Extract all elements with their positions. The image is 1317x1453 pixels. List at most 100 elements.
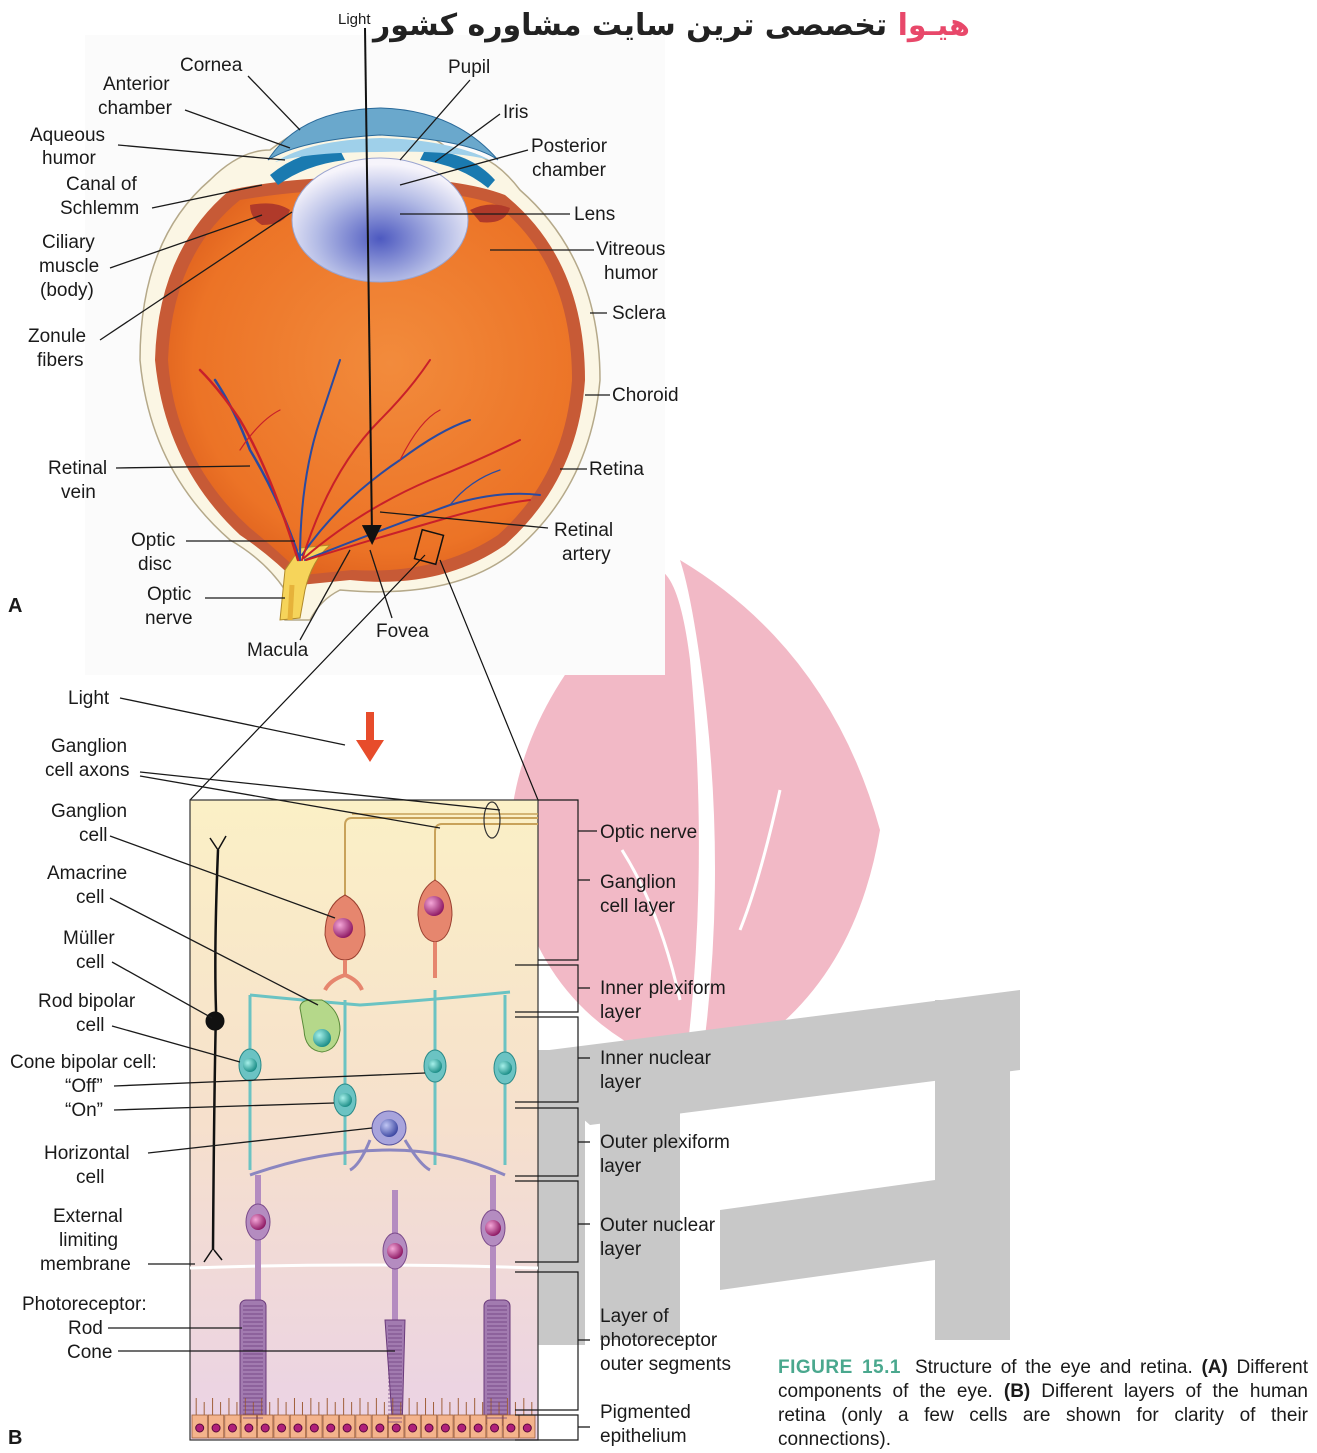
banner-brand: هیـوا [898, 8, 970, 43]
pigment-cell-nucleus [491, 1424, 499, 1432]
layer-outer-nuclear-1: Outer nuclear [600, 1215, 716, 1236]
label-ganglion-axons-1: Ganglion [51, 736, 127, 757]
label-retinal-artery-2: artery [562, 544, 611, 565]
label-rod-bipolar-1: Rod bipolar [38, 991, 136, 1012]
label-horizontal-1: Horizontal [44, 1143, 130, 1164]
label-fovea: Fovea [376, 621, 429, 642]
layer-outer-plexiform-2: layer [600, 1156, 642, 1177]
pigment-cell-nucleus [261, 1424, 269, 1432]
pigment-cell-nucleus [507, 1424, 515, 1432]
label-zonule-2: fibers [37, 350, 83, 371]
label-cone: Cone [67, 1342, 112, 1363]
layer-ganglion-1: Ganglion [600, 872, 676, 893]
layer-labels: Optic nerve Ganglion cell layer Inner pl… [600, 822, 731, 1447]
pigment-cell-nucleus [441, 1424, 449, 1432]
layer-pigmented-2: epithelium [600, 1426, 687, 1447]
label-retinal-vein-2: vein [61, 482, 96, 503]
label-zonule-1: Zonule [28, 326, 86, 347]
label-anterior-chamber-2: chamber [98, 98, 173, 119]
layer-photoreceptor-3: outer segments [600, 1354, 731, 1375]
label-posterior-chamber-1: Posterior [531, 136, 608, 157]
watermark-banner: هیـوا تخصصی ترین سایت مشاوره کشور [330, 4, 970, 50]
label-muller-1: Müller [63, 928, 115, 949]
label-vitreous-1: Vitreous [596, 239, 665, 260]
layer-outer-nuclear-2: layer [600, 1239, 642, 1260]
label-amacrine-1: Amacrine [47, 863, 127, 884]
label-pupil: Pupil [448, 57, 490, 78]
pigment-cell-nucleus [294, 1424, 302, 1432]
label-optic-nerve-a2: nerve [145, 608, 193, 629]
lens-shape [292, 158, 468, 282]
light-arrow-red [356, 712, 384, 762]
caption-b-mark: (B) [1004, 1381, 1030, 1402]
label-elm-3: membrane [40, 1254, 131, 1275]
layer-outer-plexiform-1: Outer plexiform [600, 1132, 730, 1153]
pigment-cell-nucleus [523, 1424, 531, 1432]
layer-pigmented-1: Pigmented [600, 1402, 691, 1423]
layer-inner-nuclear-1: Inner nuclear [600, 1048, 712, 1069]
pigment-cell-nucleus [376, 1424, 384, 1432]
label-photoreceptor: Photoreceptor: [22, 1294, 147, 1315]
pigment-cell-nucleus [360, 1424, 368, 1432]
layer-photoreceptor-1: Layer of [600, 1306, 669, 1327]
pigment-cell-nucleus [343, 1424, 351, 1432]
layer-optic-nerve: Optic nerve [600, 822, 697, 843]
caption-a-mark: (A) [1201, 1357, 1227, 1378]
label-light-b: Light [68, 688, 110, 709]
label-sclera: Sclera [612, 303, 666, 324]
label-ciliary-2: muscle [39, 256, 99, 277]
banner-text: تخصصی ترین سایت مشاوره کشور [373, 8, 898, 43]
pigment-cell-nucleus [327, 1424, 335, 1432]
label-aqueous-humor-2: humor [42, 148, 97, 169]
panel-letter-a: A [8, 595, 22, 617]
label-rod-bipolar-2: cell [76, 1015, 105, 1036]
layer-inner-nuclear-2: layer [600, 1072, 642, 1093]
pigment-cell-nucleus [245, 1424, 253, 1432]
label-retinal-artery-1: Retinal [554, 520, 613, 541]
label-amacrine-2: cell [76, 887, 105, 908]
pigment-cell-nucleus [196, 1424, 204, 1432]
label-retinal-vein-1: Retinal [48, 458, 107, 479]
label-rod: Rod [68, 1318, 103, 1339]
label-cone-bipolar: Cone bipolar cell: [10, 1052, 157, 1073]
label-anterior-chamber-1: Anterior [103, 74, 170, 95]
label-ganglion-axons-2: cell axons [45, 760, 130, 781]
label-retina: Retina [589, 459, 644, 480]
layer-inner-plexiform-1: Inner plexiform [600, 978, 726, 999]
label-muller-2: cell [76, 952, 105, 973]
pigment-cell-nucleus [278, 1424, 286, 1432]
watermark [510, 560, 1020, 1345]
label-elm-2: limiting [59, 1230, 118, 1251]
label-optic-disc-2: disc [138, 554, 172, 575]
eye-cross-section [85, 28, 665, 675]
label-vitreous-2: humor [604, 263, 659, 284]
layer-ganglion-2: cell layer [600, 896, 676, 917]
label-optic-nerve-a1: Optic [147, 584, 191, 605]
label-iris: Iris [503, 102, 528, 123]
layer-photoreceptor-2: photoreceptor [600, 1330, 718, 1351]
label-canal-schlemm-1: Canal of [66, 174, 137, 195]
pigment-cell-nucleus [228, 1424, 236, 1432]
label-ganglion-cell-1: Ganglion [51, 801, 127, 822]
label-optic-disc-1: Optic [131, 530, 175, 551]
label-posterior-chamber-2: chamber [532, 160, 607, 181]
label-on: “On” [65, 1100, 103, 1121]
label-elm-1: External [53, 1206, 123, 1227]
label-off: “Off” [65, 1076, 103, 1097]
label-ganglion-cell-2: cell [79, 825, 108, 846]
label-ciliary-3: (body) [40, 280, 94, 301]
panel-letter-b: B [8, 1427, 22, 1449]
label-horizontal-2: cell [76, 1167, 105, 1188]
label-canal-schlemm-2: Schlemm [60, 198, 139, 219]
pigment-cell-nucleus [212, 1424, 220, 1432]
caption-text-1: Structure of the eye and retina. [915, 1357, 1202, 1378]
layer-inner-plexiform-2: layer [600, 1002, 642, 1023]
pigment-cell-nucleus [458, 1424, 466, 1432]
pigment-cell-nucleus [425, 1424, 433, 1432]
label-macula: Macula [247, 640, 309, 661]
label-aqueous-humor-1: Aqueous [30, 125, 105, 146]
pigment-cell-nucleus [392, 1424, 400, 1432]
label-ciliary-1: Ciliary [42, 232, 95, 253]
